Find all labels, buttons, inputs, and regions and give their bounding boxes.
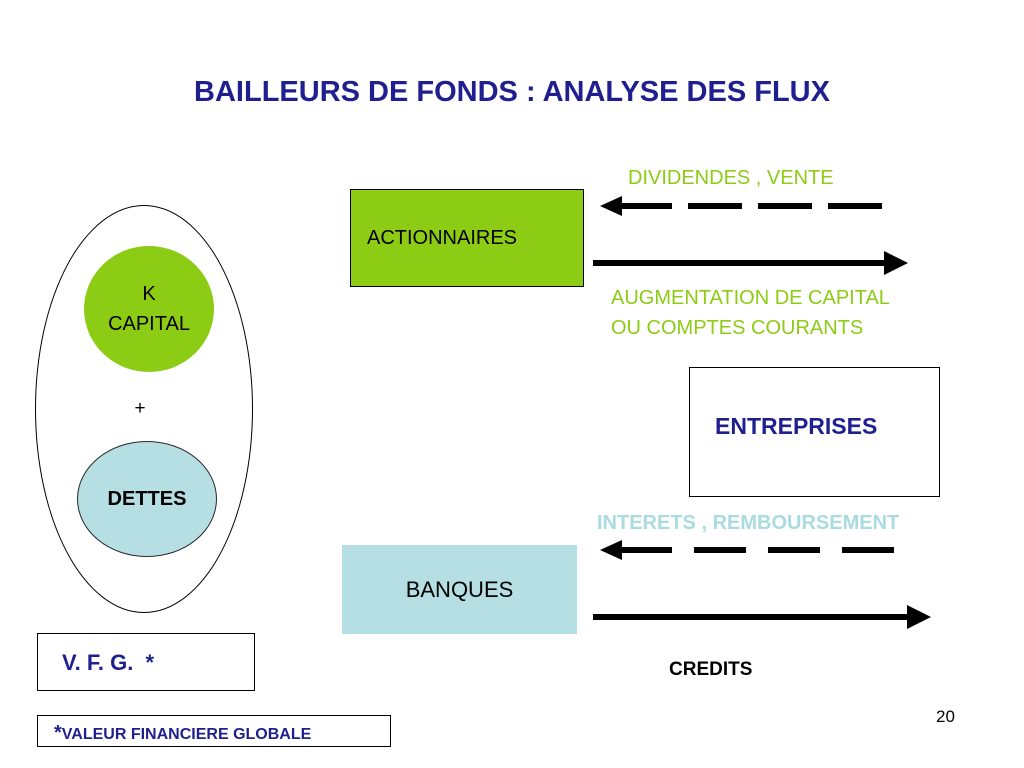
entreprises-label: ENTREPRISES bbox=[715, 413, 878, 439]
slide-title: BAILLEURS DE FONDS : ANALYSE DES FLUX bbox=[194, 76, 830, 108]
interets-dashed-arrow bbox=[600, 540, 915, 560]
fonds-ellipse bbox=[35, 205, 253, 613]
capital-circle-label: CAPITAL bbox=[108, 313, 190, 335]
credits-solid-arrow bbox=[593, 605, 931, 629]
capital-circle: K CAPITAL bbox=[84, 246, 214, 372]
augmentation-label-line2: OU COMPTES COURANTS bbox=[611, 317, 864, 339]
dettes-circle: DETTES bbox=[77, 441, 217, 557]
augmentation-label-line1: AUGMENTATION DE CAPITAL bbox=[611, 287, 890, 309]
actionnaires-label: ACTIONNAIRES bbox=[367, 227, 518, 249]
page-number: 20 bbox=[936, 707, 955, 726]
vfg-box: V. F. G. * bbox=[37, 633, 255, 691]
banques-box: BANQUES bbox=[342, 545, 577, 634]
dividendes-dashed-arrow bbox=[600, 196, 882, 216]
entreprises-box: ENTREPRISES bbox=[689, 367, 940, 497]
plus-sign: + bbox=[134, 398, 146, 419]
augmentation-solid-arrow bbox=[593, 251, 908, 275]
augmentation-label: AUGMENTATION DE CAPITAL OU COMPTES COURA… bbox=[611, 283, 890, 343]
banques-label: BANQUES bbox=[405, 576, 514, 602]
credits-label: CREDITS bbox=[669, 659, 753, 680]
actionnaires-box: ACTIONNAIRES bbox=[350, 189, 584, 287]
interets-label: INTERETS , REMBOURSEMENT bbox=[597, 512, 900, 534]
footnote-box: *VALEUR FINANCIERE GLOBALE bbox=[37, 715, 391, 747]
dettes-circle-label: DETTES bbox=[107, 487, 187, 510]
footnote-text: VALEUR FINANCIERE GLOBALE bbox=[61, 726, 312, 743]
footnote-star: * bbox=[54, 722, 62, 744]
vfg-label: V. F. G. * bbox=[62, 650, 155, 675]
dividendes-label: DIVIDENDES , VENTE bbox=[628, 167, 834, 189]
capital-circle-k: K bbox=[142, 283, 156, 305]
